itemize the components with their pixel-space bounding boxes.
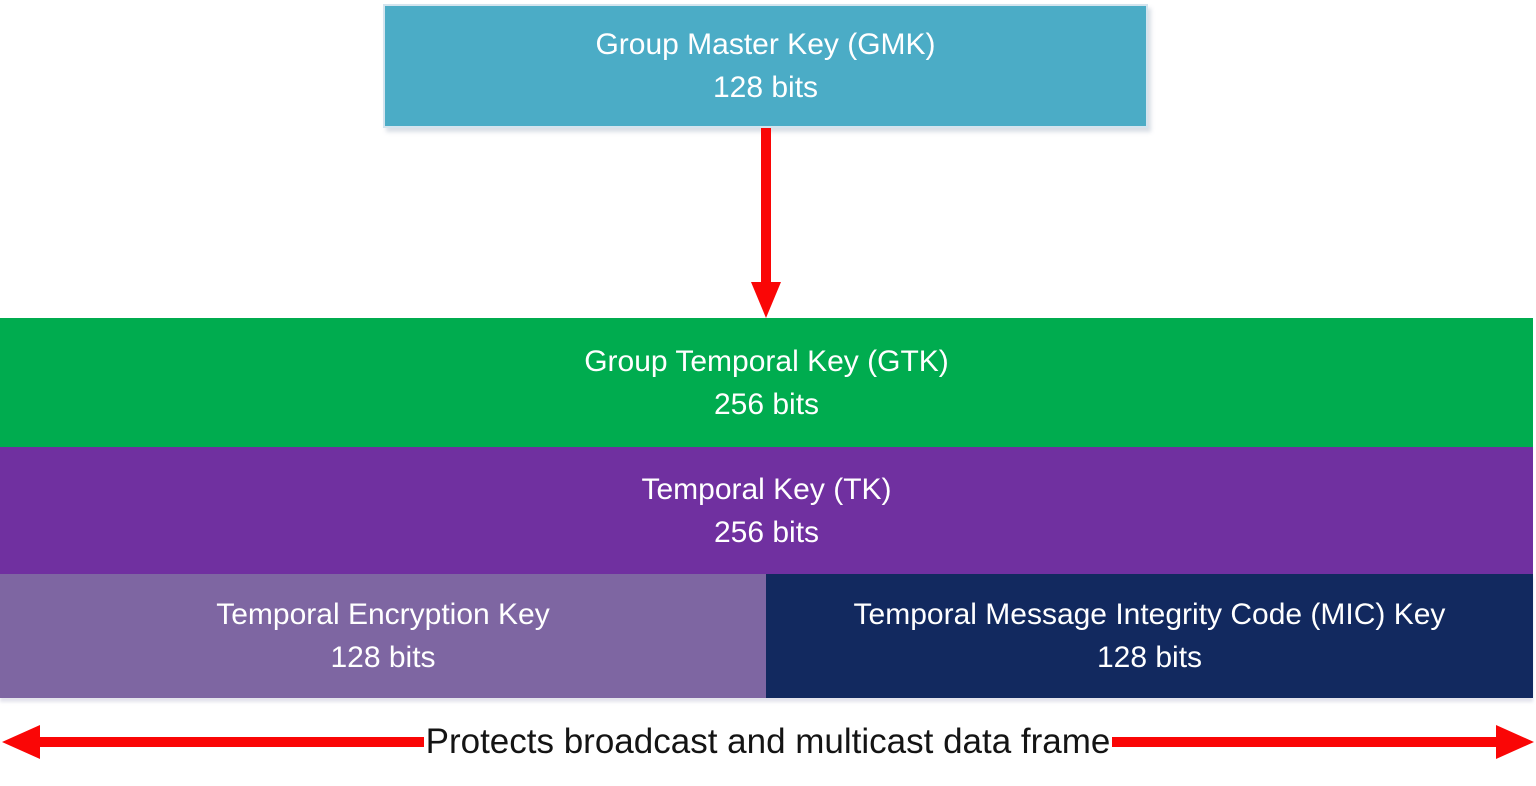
tk-box: Temporal Key (TK) 256 bits	[0, 447, 1533, 574]
split-key-row: Temporal Encryption Key 128 bits Tempora…	[0, 574, 1533, 698]
right-arrow-shaft	[1112, 737, 1496, 747]
tek-label: Temporal Encryption Key	[216, 598, 550, 631]
left-arrow-shaft	[40, 737, 424, 747]
mic-size: 128 bits	[1096, 641, 1203, 674]
gtk-size: 256 bits	[713, 387, 820, 421]
caption-text: Protects broadcast and multicast data fr…	[425, 722, 1111, 761]
gtk-box: Group Temporal Key (GTK) 256 bits	[0, 318, 1533, 447]
right-arrow-head	[1496, 725, 1534, 759]
down-arrow-head	[751, 282, 781, 318]
down-arrow-icon	[751, 128, 781, 318]
tk-size: 256 bits	[713, 515, 820, 549]
left-arrow-icon	[0, 725, 424, 759]
tek-size: 128 bits	[330, 641, 436, 674]
mic-key-box: Temporal Message Integrity Code (MIC) Ke…	[766, 574, 1533, 698]
down-arrow-shaft	[761, 128, 771, 282]
tk-label: Temporal Key (TK)	[641, 472, 892, 506]
gtk-label: Group Temporal Key (GTK)	[584, 344, 949, 378]
gmk-label: Group Master Key (GMK)	[595, 28, 936, 61]
right-arrow-icon	[1112, 725, 1536, 759]
gmk-size: 128 bits	[712, 71, 819, 104]
left-arrow-head	[2, 725, 40, 759]
mic-label: Temporal Message Integrity Code (MIC) Ke…	[853, 598, 1446, 631]
tek-box: Temporal Encryption Key 128 bits	[0, 574, 766, 698]
caption-row: Protects broadcast and multicast data fr…	[0, 720, 1536, 764]
gmk-box: Group Master Key (GMK) 128 bits	[383, 4, 1148, 128]
